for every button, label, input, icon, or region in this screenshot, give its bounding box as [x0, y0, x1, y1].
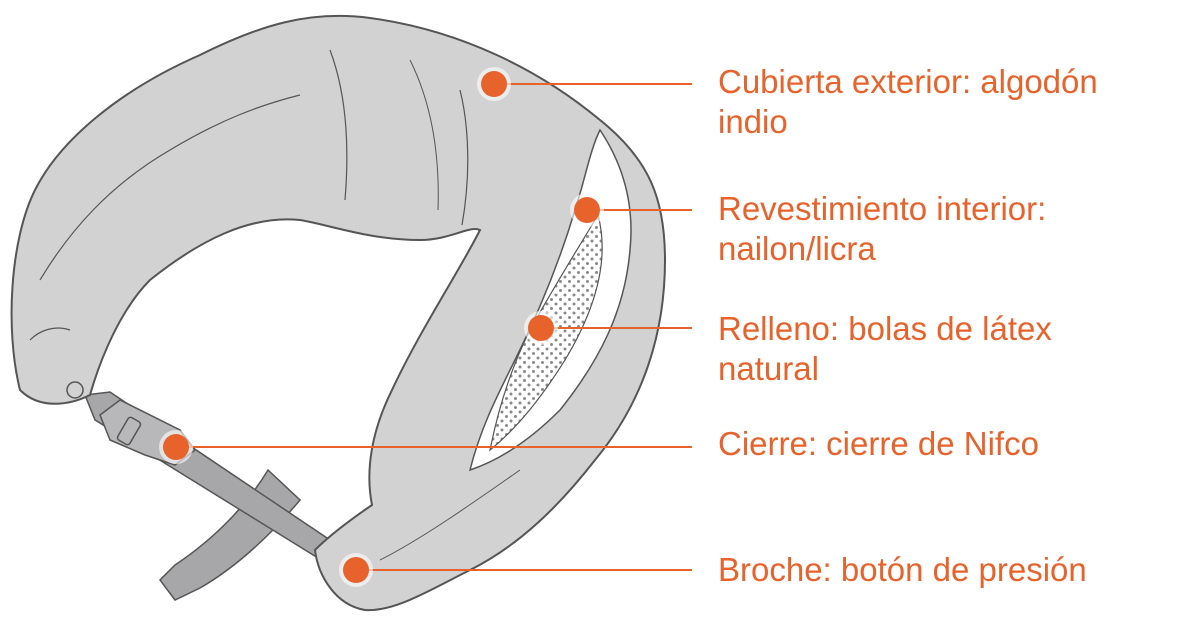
callout-inner-lining-line-2: nailon/licra	[718, 229, 1046, 269]
callout-snap-line-1: Broche: botón de presión	[718, 550, 1087, 590]
dot-snap	[343, 557, 369, 583]
dot-inner-lining	[574, 197, 600, 223]
dot-filling	[528, 315, 554, 341]
callout-clasp-line-1: Cierre: cierre de Nifco	[718, 424, 1039, 464]
callout-outer-cover-line-1: Cubierta exterior: algodón	[718, 62, 1098, 102]
callout-inner-lining: Revestimiento interior: nailon/licra	[718, 189, 1046, 269]
callout-filling-line-1: Relleno: bolas de látex	[718, 309, 1052, 349]
strap	[85, 392, 330, 600]
callout-filling: Relleno: bolas de látex natural	[718, 309, 1052, 389]
pillow-body	[12, 16, 665, 610]
dot-outer-cover	[481, 71, 507, 97]
callout-outer-cover: Cubierta exterior: algodón indio	[718, 62, 1098, 142]
dot-clasp	[163, 434, 189, 460]
callout-snap: Broche: botón de presión	[718, 550, 1087, 590]
callout-inner-lining-line-1: Revestimiento interior:	[718, 189, 1046, 229]
callout-outer-cover-line-2: indio	[718, 102, 1098, 142]
callout-filling-line-2: natural	[718, 349, 1052, 389]
callout-clasp: Cierre: cierre de Nifco	[718, 424, 1039, 464]
